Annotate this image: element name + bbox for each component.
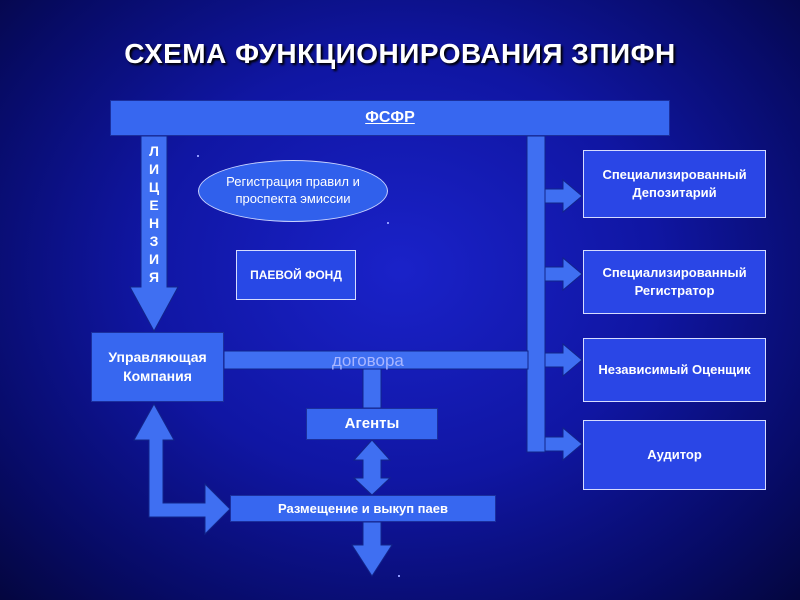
registrar-box: Специализированный Регистратор xyxy=(583,250,766,314)
management-company-box: Управляющая Компания xyxy=(91,332,224,402)
arrow-to-auditor xyxy=(544,426,583,462)
license-arrow xyxy=(129,135,179,333)
placement-down-arrow xyxy=(351,521,393,577)
right-bus-line xyxy=(526,135,546,453)
appraiser-box: Независимый Оценщик xyxy=(583,338,766,402)
registration-ellipse: Регистрация правил и проспекта эмиссии xyxy=(198,160,388,222)
decorative-dot xyxy=(387,222,389,224)
contract-label: договора xyxy=(332,351,404,370)
arrow-to-depositary xyxy=(544,178,583,214)
page-title: СХЕМА ФУНКЦИОНИРОВАНИЯ ЗПИФН xyxy=(124,38,676,69)
arrow-to-appraiser xyxy=(544,342,583,378)
fsfr-box: ФСФР xyxy=(110,100,670,136)
agents-box: Агенты xyxy=(306,408,438,440)
arrow-to-registrar xyxy=(544,256,583,292)
decorative-dot xyxy=(197,155,199,157)
depositary-box: Специализированный Депозитарий xyxy=(583,150,766,218)
agents-connector xyxy=(362,368,382,409)
decorative-dot xyxy=(398,575,400,577)
placement-to-management-arrow xyxy=(133,402,231,536)
placement-box: Размещение и выкуп паев xyxy=(230,495,496,522)
auditor-box: Аудитор xyxy=(583,420,766,490)
license-label: ЛИЦЕНЗИЯ xyxy=(148,143,160,285)
agents-placement-double-arrow xyxy=(352,439,392,496)
mutual-fund-box: ПАЕВОЙ ФОНД xyxy=(236,250,356,300)
